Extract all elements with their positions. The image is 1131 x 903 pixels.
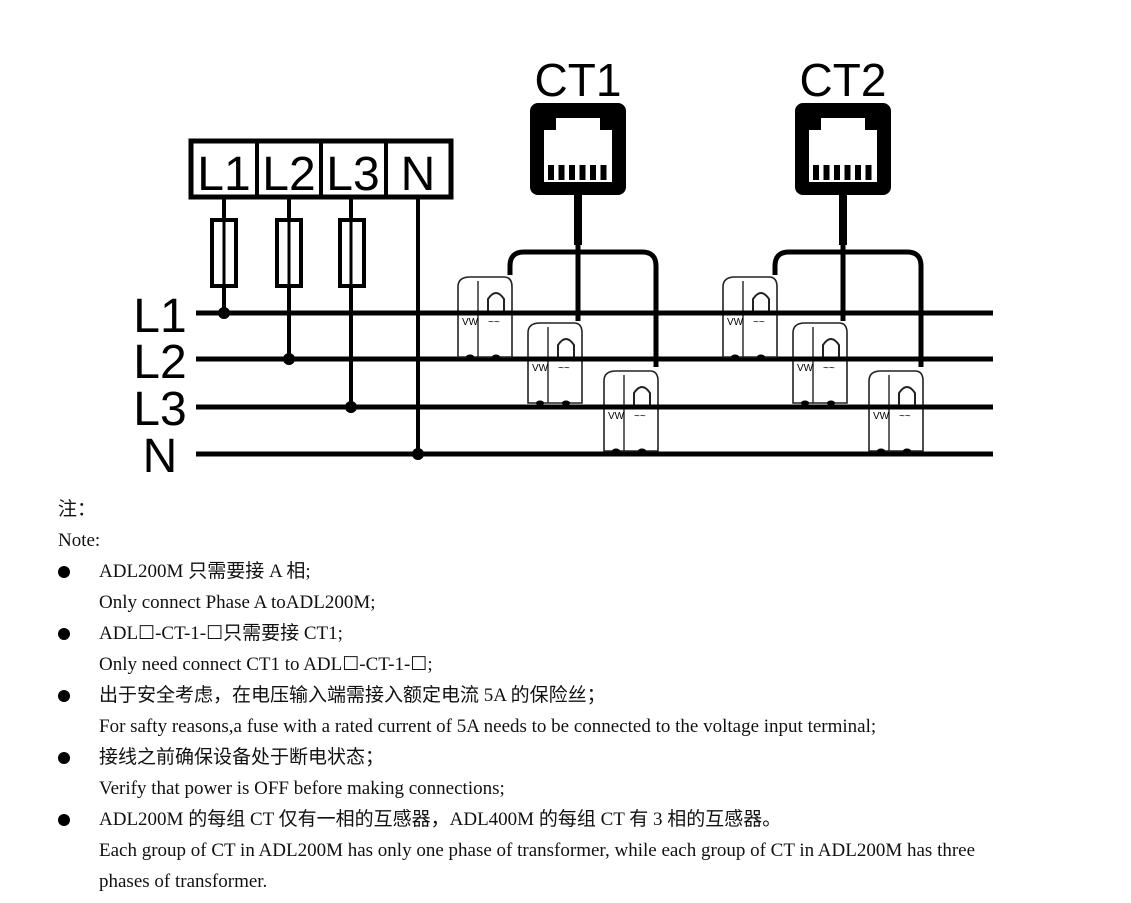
fuse-feeds [222,197,420,454]
bullet-icon [58,690,70,702]
note-en: Only need connect CT1 to ADL☐-CT-1-☐; [99,654,433,675]
note-item: ADL200M 的每组 CT 仅有一相的互感器，ADL400M 的每组 CT 有… [58,804,1118,835]
current-sensor-icon: VW ~~ [789,322,851,406]
rj-connector-icon [530,103,626,195]
terminal-label-n: N [401,148,436,201]
notes-heading-en: Note: [58,530,101,551]
svg-text:VW: VW [727,317,744,328]
svg-text:~~: ~~ [488,317,500,328]
bullet-icon [58,752,70,764]
svg-text:VW: VW [608,411,625,422]
bus-label-l1: L1 [133,290,186,343]
terminal-label-l2: L2 [262,148,315,201]
svg-text:~~: ~~ [558,363,570,374]
terminal-label-l3: L3 [326,148,379,201]
svg-text:VW: VW [462,317,479,328]
svg-text:VW: VW [532,363,549,374]
terminal-label-l1: L1 [197,148,250,201]
note-cn: ADL☐-CT-1-☐只需要接 CT1; [99,623,343,644]
note-en: Verify that power is OFF before making c… [99,778,505,799]
note-item: 接线之前确保设备处于断电状态； [58,742,1118,773]
bullet-icon [58,566,70,578]
note-en-continued: phases of transformer. [99,871,268,892]
bus-label-n: N [143,430,178,483]
note-en: Each group of CT in ADL200M has only one… [99,840,976,861]
note-item: ADL200M 只需要接 A 相; [58,556,1118,587]
note-cn: 接线之前确保设备处于断电状态； [99,747,385,768]
note-cn: 出于安全考虑，在电压输入端需接入额定电流 5A 的保险丝； [99,685,606,706]
notes-heading-cn: 注： [58,499,97,520]
bullet-icon [58,628,70,640]
svg-text:~~: ~~ [753,317,765,328]
svg-text:~~: ~~ [634,411,646,422]
svg-text:VW: VW [873,411,890,422]
fuse-l2 [275,218,303,288]
bullet-icon [58,814,70,826]
bus-lines [196,310,993,457]
notes-section: 注： Note: ADL200M 只需要接 A 相; Only connect … [58,494,1118,897]
note-cn: ADL200M 的每组 CT 仅有一相的互感器，ADL400M 的每组 CT 有… [99,809,782,830]
ct-label: CT1 [535,54,622,106]
note-item: 出于安全考虑，在电压输入端需接入额定电流 5A 的保险丝； [58,680,1118,711]
fuse-l1 [210,218,238,288]
junction-dots [218,307,424,460]
note-en: For safty reasons,a fuse with a rated cu… [99,716,877,737]
current-sensor-icon: VW ~~ [719,276,781,360]
fuse-l3 [338,218,366,288]
current-sensor-icon: VW ~~ [865,370,927,454]
svg-text:~~: ~~ [823,363,835,374]
note-en: Only connect Phase A toADL200M; [99,592,376,613]
bus-label-l2: L2 [133,336,186,389]
current-sensor-icon: VW ~~ [454,276,516,360]
svg-text:VW: VW [797,363,814,374]
svg-text:~~: ~~ [899,411,911,422]
rj-connector-icon [795,103,891,195]
note-item: ADL☐-CT-1-☐只需要接 CT1; [58,618,1118,649]
ct-cable [772,249,924,367]
terminal-block: L1 L2 L3 N [188,138,454,201]
ct-label: CT2 [800,54,887,106]
note-cn: ADL200M 只需要接 A 相; [99,561,311,582]
bus-label-l3: L3 [133,383,186,436]
current-sensor-icon: VW ~~ [600,370,662,454]
ct-cable [507,249,659,367]
current-sensor-icon: VW ~~ [524,322,586,406]
